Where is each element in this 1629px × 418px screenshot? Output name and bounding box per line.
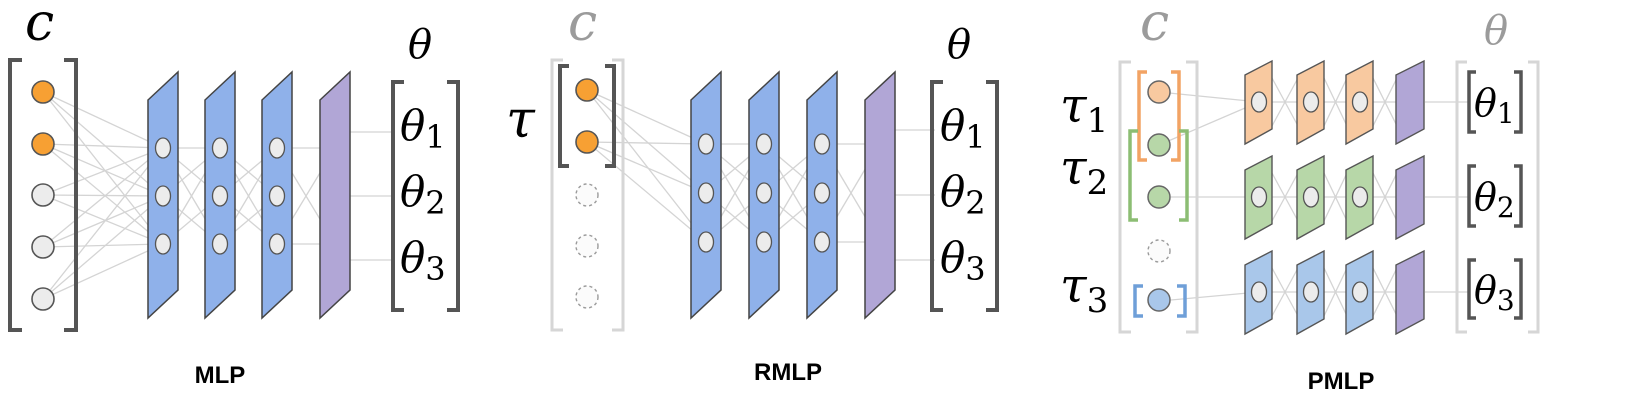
rmlp-task-bracket (558, 64, 616, 168)
pmlp-input-bracket (1118, 60, 1199, 334)
pmlp-task-1: τ1 (1060, 78, 1108, 141)
mlp-output-1: θ1 (400, 101, 446, 156)
rmlp-hidden-nodes (697, 133, 831, 253)
mlp-input-nodes (31, 80, 55, 311)
pmlp-output-1: θ1 (1474, 81, 1515, 130)
pmlp-output-3-bracket (1467, 258, 1523, 320)
rmlp-task-symbol: τ (506, 90, 536, 150)
pmlp-input-symbol: c (1140, 0, 1169, 53)
pmlp-output-2-bracket (1467, 164, 1523, 228)
rmlp-caption: RMLP (754, 359, 822, 386)
mlp-output-2: θ2 (400, 167, 446, 222)
mlp-input-bracket (8, 58, 78, 332)
rmlp-input-nodes (575, 78, 599, 309)
rmlp-output-2: θ2 (940, 167, 986, 222)
rmlp-output-layer (864, 70, 896, 320)
pmlp-task1-bracket (1137, 70, 1181, 162)
pmlp-orange-output-layer (1395, 59, 1425, 146)
mlp-output-3: θ3 (400, 233, 446, 288)
rmlp-output-1: θ1 (940, 101, 986, 156)
mlp-output-symbol: θ (408, 22, 432, 68)
pmlp-output-1-bracket (1467, 70, 1523, 134)
pmlp-task2-bracket (1128, 129, 1189, 222)
mlp-caption: MLP (195, 362, 246, 389)
rmlp-input-symbol: c (568, 0, 597, 53)
pmlp-task-3: τ3 (1060, 258, 1108, 321)
mlp-output-bracket (391, 80, 460, 312)
pmlp-output-outer-bracket (1455, 60, 1540, 334)
pmlp-task3-bracket (1133, 284, 1187, 318)
pmlp-output-2: θ2 (1474, 175, 1515, 224)
rmlp-output-3: θ3 (940, 233, 986, 288)
rmlp-output-symbol: θ (947, 22, 971, 68)
rmlp-input-bracket (550, 58, 625, 332)
rmlp-panel: c τ θ θ1 θ2 θ3 RMLP (506, 0, 999, 386)
pmlp-output-symbol: θ (1484, 8, 1508, 54)
pmlp-green-output-layer (1395, 154, 1425, 241)
pmlp-caption: PMLP (1308, 368, 1375, 395)
pmlp-output-3: θ3 (1474, 268, 1515, 317)
rmlp-hidden-layers (690, 70, 896, 320)
pmlp-layer-nodes (1250, 91, 1369, 303)
mlp-hidden-nodes (154, 137, 286, 255)
pmlp-task-2: τ2 (1060, 140, 1108, 203)
pmlp-input-nodes (1147, 80, 1171, 312)
pmlp-panel: c θ τ1 τ2 τ3 θ1 θ2 θ3 PMLP (1060, 0, 1540, 395)
pmlp-blue-output-layer (1395, 249, 1425, 336)
mlp-input-symbol: c (25, 0, 54, 53)
mlp-panel: c θ θ1 θ2 θ3 MLP (8, 0, 460, 389)
rmlp-output-bracket (930, 80, 999, 312)
mlp-output-layer (319, 70, 351, 320)
